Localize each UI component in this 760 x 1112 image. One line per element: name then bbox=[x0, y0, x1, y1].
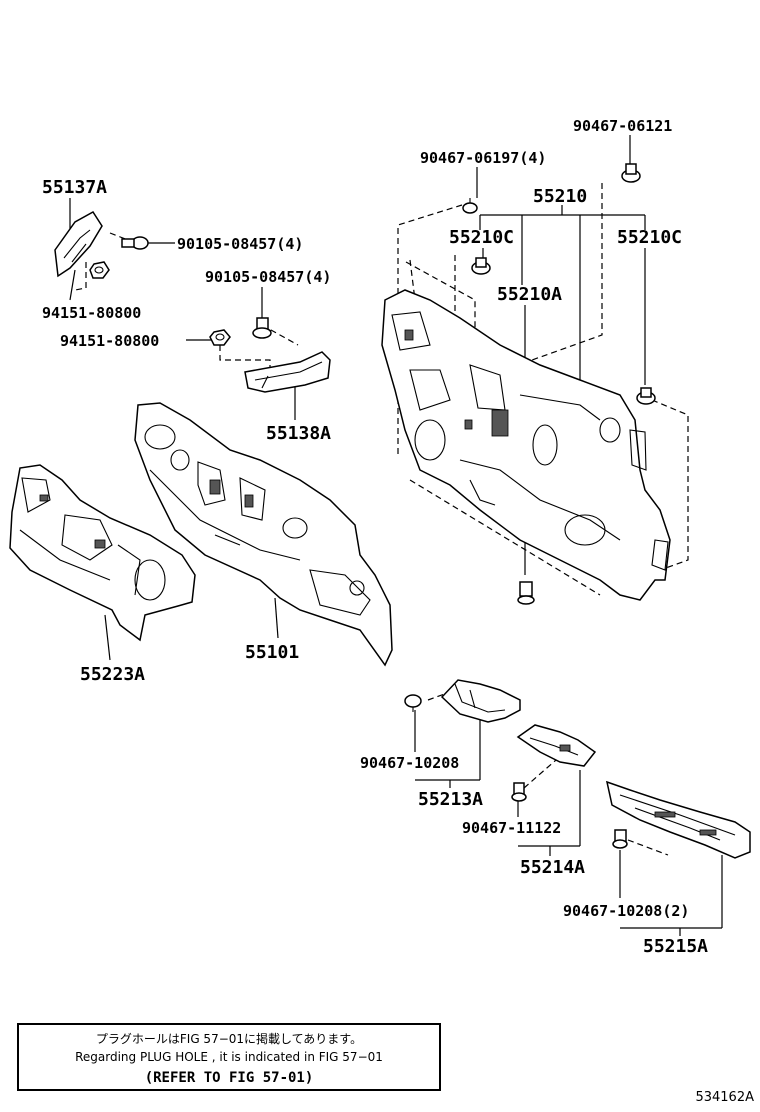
label-55210c-right: 55210C bbox=[617, 227, 682, 248]
label-55223a: 55223A bbox=[80, 664, 145, 685]
note-refer: (REFER TO FIG 57-01) bbox=[144, 1070, 314, 1086]
label-55215a: 55215A bbox=[643, 936, 708, 957]
figure-code: 534162A bbox=[695, 1090, 754, 1105]
note-english: Regarding PLUG HOLE , it is indicated in… bbox=[75, 1050, 383, 1064]
nut-94151-80800-b bbox=[209, 329, 231, 346]
fastener-clip-90467-06121 bbox=[621, 163, 641, 183]
label-90467-10208-2: 90467-10208(2) bbox=[563, 902, 689, 920]
bolt-90105-08457-b bbox=[252, 317, 272, 339]
label-94151-80800-a: 94151-80800 bbox=[42, 304, 141, 322]
label-94151-80800-b: 94151-80800 bbox=[60, 332, 159, 350]
fastener-clip-55210c-left bbox=[471, 257, 491, 275]
part-55213a-silencer bbox=[440, 679, 521, 723]
label-90105-08457-b: 90105-08457(4) bbox=[205, 268, 331, 286]
label-55101: 55101 bbox=[245, 642, 299, 663]
label-90467-11122: 90467-11122 bbox=[462, 819, 561, 837]
note-japanese: プラグホールはFIG 57−01に掲載してあります。 bbox=[95, 1032, 363, 1046]
part-55223a-insulator bbox=[9, 464, 196, 642]
label-90467-06197: 90467-06197(4) bbox=[420, 149, 546, 167]
bolt-90105-08457-a bbox=[121, 236, 149, 250]
label-55210c-left: 55210C bbox=[449, 227, 514, 248]
fastener-clip-90467-10208-2 bbox=[612, 829, 628, 849]
label-90105-08457-a: 90105-08457(4) bbox=[177, 235, 303, 253]
fastener-clip-55210a bbox=[517, 581, 535, 605]
fastener-clip-90467-06197 bbox=[462, 198, 478, 214]
label-55214a: 55214A bbox=[520, 857, 585, 878]
fastener-clip-55210c-right bbox=[636, 387, 656, 405]
label-90467-06121: 90467-06121 bbox=[573, 117, 672, 135]
part-55214a-silencer bbox=[516, 724, 597, 767]
part-55215a-silencer bbox=[605, 780, 751, 859]
part-55101-dash-panel bbox=[134, 402, 393, 667]
leader-lines bbox=[69, 135, 723, 936]
part-55210-insulator-assembly bbox=[381, 289, 671, 601]
part-55138a-bracket bbox=[244, 351, 331, 393]
label-55137a: 55137A bbox=[42, 177, 107, 198]
label-90467-10208: 90467-10208 bbox=[360, 754, 459, 772]
label-55210: 55210 bbox=[533, 186, 587, 207]
label-55213a: 55213A bbox=[418, 789, 483, 810]
reference-note-box: プラグホールはFIG 57−01に掲載してあります。 Regarding PLU… bbox=[17, 1023, 441, 1091]
part-55137a-bracket bbox=[54, 211, 103, 278]
label-55138a: 55138A bbox=[266, 423, 331, 444]
fastener-clip-90467-11122 bbox=[511, 782, 527, 802]
fastener-clip-90467-10208 bbox=[404, 694, 422, 712]
nut-94151-80800-a bbox=[89, 261, 110, 279]
label-55210a: 55210A bbox=[497, 284, 562, 305]
